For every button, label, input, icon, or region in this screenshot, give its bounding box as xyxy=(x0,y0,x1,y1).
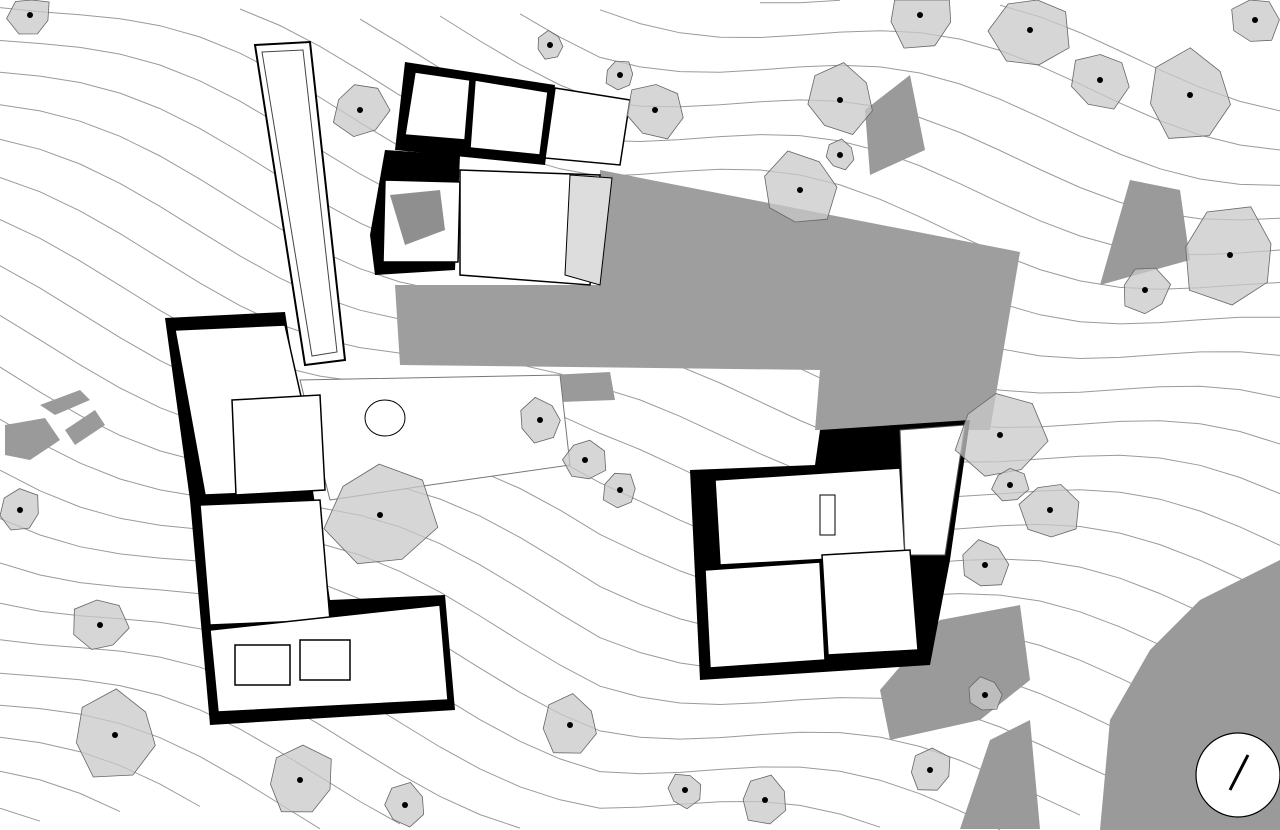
rock xyxy=(40,390,90,415)
tree-trunk-icon xyxy=(547,42,553,48)
tree-trunk-icon xyxy=(652,107,658,113)
tree-trunk-icon xyxy=(617,487,623,493)
tree-trunk-icon xyxy=(357,107,363,113)
tree-trunk-icon xyxy=(1047,507,1053,513)
tree-trunk-icon xyxy=(17,507,23,513)
bed xyxy=(299,639,351,681)
tree-trunk-icon xyxy=(837,152,843,158)
rug xyxy=(390,190,445,245)
deck xyxy=(899,424,966,556)
room xyxy=(231,394,326,496)
room xyxy=(469,79,549,156)
tree-trunk-icon xyxy=(927,767,933,773)
contour-line xyxy=(0,518,1081,816)
rock xyxy=(65,410,105,445)
rock xyxy=(960,720,1040,829)
rock xyxy=(865,75,925,175)
north-arrow-icon xyxy=(1195,732,1280,818)
tree-trunk-icon xyxy=(1007,482,1013,488)
table xyxy=(819,494,836,536)
tree-trunk-icon xyxy=(982,562,988,568)
bed xyxy=(234,644,291,686)
contour-line xyxy=(0,672,401,825)
tree-trunk-icon xyxy=(27,12,33,18)
tree-trunk-icon xyxy=(837,97,843,103)
tree-trunk-icon xyxy=(97,622,103,628)
contour-line xyxy=(0,602,881,828)
rock xyxy=(5,418,60,460)
room xyxy=(704,561,826,669)
lap-pool xyxy=(253,40,347,367)
living-room xyxy=(459,169,601,286)
shaded-terrace xyxy=(395,170,1020,430)
tree-trunk-icon xyxy=(982,692,988,698)
room xyxy=(404,71,471,141)
east-building xyxy=(690,420,970,680)
tree-icon xyxy=(890,0,952,49)
room xyxy=(199,499,331,626)
tree-trunk-icon xyxy=(1142,287,1148,293)
tree-trunk-icon xyxy=(582,457,588,463)
rock xyxy=(550,372,615,402)
contour-line xyxy=(0,807,41,822)
tree-trunk-icon xyxy=(112,732,118,738)
contour-line xyxy=(0,562,1001,830)
pool-inner xyxy=(261,49,338,357)
tree-trunk-icon xyxy=(297,777,303,783)
tree-icon xyxy=(764,150,838,223)
contour-line xyxy=(0,704,321,830)
curved-glazing xyxy=(564,174,613,286)
room xyxy=(544,87,631,166)
tree-trunk-icon xyxy=(1252,17,1258,23)
room xyxy=(714,467,906,566)
tree-trunk-icon xyxy=(682,787,688,793)
tree-trunk-icon xyxy=(797,187,803,193)
tree-trunk-icon xyxy=(537,417,543,423)
west-building xyxy=(165,312,455,725)
contour-line xyxy=(519,13,1280,186)
tree-trunk-icon xyxy=(1227,252,1233,258)
tree-trunk-icon xyxy=(402,802,408,808)
tree-trunk-icon xyxy=(1187,92,1193,98)
rock xyxy=(1100,180,1190,285)
tree-trunk-icon xyxy=(762,797,768,803)
contour-line xyxy=(0,770,121,813)
tree-trunk-icon xyxy=(997,432,1003,438)
tree-trunk-icon xyxy=(1097,77,1103,83)
tree-trunk-icon xyxy=(567,722,573,728)
tree-trunk-icon xyxy=(377,512,383,518)
tree-trunk-icon xyxy=(1027,27,1033,33)
north-building xyxy=(370,62,631,286)
tree-trunk-icon xyxy=(617,72,623,78)
tree-trunk-icon xyxy=(917,12,923,18)
planter xyxy=(364,399,406,437)
room xyxy=(821,549,919,656)
